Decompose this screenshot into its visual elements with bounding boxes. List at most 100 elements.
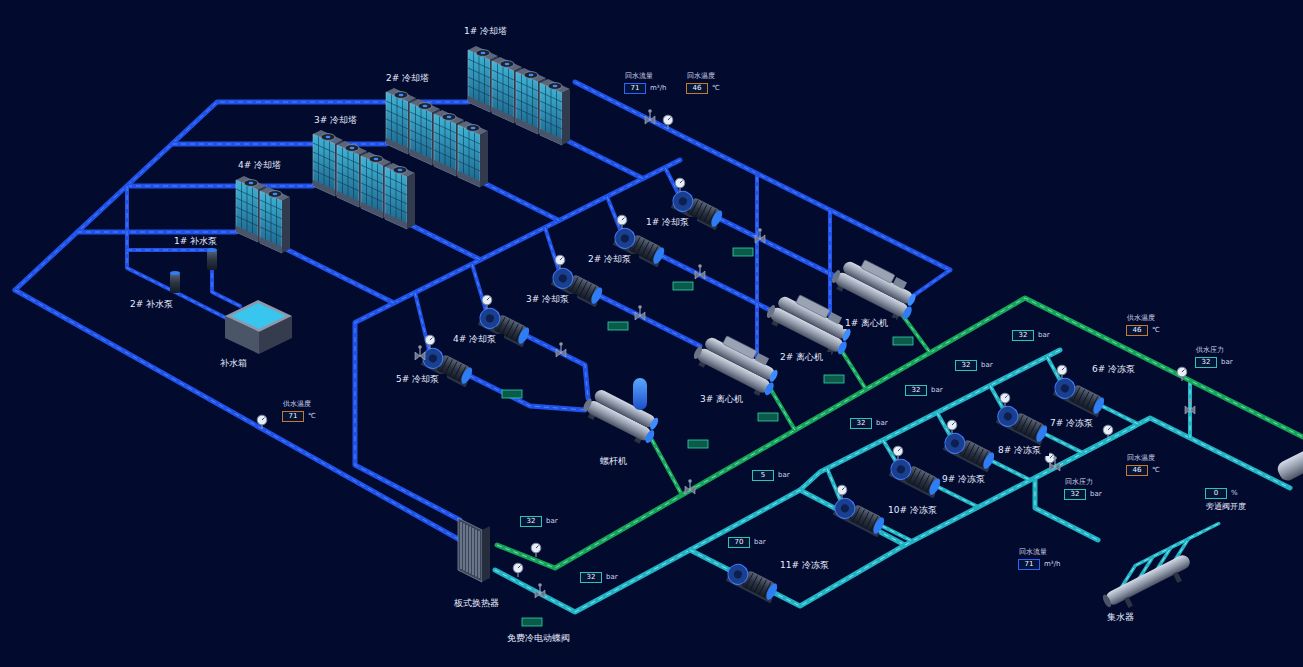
motor-fin	[1077, 389, 1084, 403]
chiller-cap	[765, 304, 777, 319]
gauge-needle	[1062, 368, 1065, 371]
readout-unit: ℃	[711, 84, 721, 93]
chiller-compressor	[893, 277, 907, 290]
readout-box: 32bar	[580, 572, 620, 583]
readout-row: 71m³/h	[1018, 559, 1061, 570]
pump-eye	[619, 233, 630, 244]
tower-grid	[402, 100, 403, 146]
tower-grid	[468, 59, 490, 69]
tower-fan-hub	[529, 74, 534, 76]
pressure-gauge	[513, 563, 523, 573]
pipe	[545, 228, 560, 275]
pipe-flow	[592, 292, 700, 346]
valve-stem	[420, 348, 421, 356]
tower-base	[516, 118, 538, 134]
pipe-flow	[15, 290, 460, 540]
motor-fin	[450, 362, 457, 376]
pump-housing	[549, 265, 576, 292]
pipe-flow	[1035, 426, 1135, 540]
valve-stem	[1055, 459, 1056, 467]
pipe-flow	[472, 264, 487, 314]
valve-stem	[650, 112, 651, 120]
readout-box: 32bar	[955, 360, 995, 371]
pipe	[575, 82, 950, 270]
readout-box: 回水压力32bar	[1064, 478, 1104, 500]
tower-fan-hub	[398, 169, 403, 171]
motor-cap	[459, 366, 474, 386]
pipe	[755, 174, 759, 363]
pump-housing	[724, 561, 751, 588]
tower-fan	[418, 103, 432, 110]
equipment-label: 1# 离心机	[843, 318, 896, 329]
readout-row: 32bar	[850, 418, 889, 429]
pump-housing	[994, 403, 1021, 430]
readout-unit: bar	[875, 419, 889, 428]
tower-grid	[318, 137, 319, 183]
tower-base	[458, 171, 480, 187]
pump-housing	[669, 188, 696, 215]
collector-cap	[1101, 593, 1113, 608]
readout-box: 供水温度71℃	[282, 400, 318, 422]
readout-value: 71	[1018, 559, 1040, 570]
pressure-gauge	[947, 420, 957, 430]
tower-fan-hub	[471, 127, 476, 129]
tower-grid	[516, 99, 538, 109]
tower-grid	[508, 69, 509, 115]
tower-grid	[492, 79, 514, 89]
readout-value: 32	[1195, 357, 1217, 368]
readout-row: 46℃	[1126, 465, 1161, 476]
pressure-gauge	[1000, 393, 1010, 403]
tower-fan	[500, 61, 514, 68]
gauge-needle	[1005, 396, 1008, 399]
tower-grid	[260, 227, 282, 237]
hx-plate	[467, 525, 468, 572]
tower-grid	[415, 106, 416, 152]
readout-unit: bar	[777, 471, 791, 480]
readout-row: 0%	[1205, 488, 1239, 499]
pipe-flow	[519, 332, 588, 398]
motor-fin	[1029, 422, 1036, 436]
tower-grid	[337, 163, 359, 173]
tower-grid	[434, 150, 456, 160]
tower-grid	[458, 161, 480, 171]
motor-fin	[918, 473, 925, 487]
valve-handle	[1053, 456, 1057, 460]
pump-symbol	[831, 495, 887, 537]
tower-fan-hub	[481, 52, 486, 54]
motor-fin	[584, 284, 591, 298]
motor-cap	[981, 451, 996, 471]
pipe	[828, 210, 832, 322]
pipe-flow	[286, 249, 394, 303]
pump-housing	[476, 305, 503, 332]
tower-base	[540, 129, 562, 145]
tower-grid	[353, 153, 354, 199]
tower-grid	[479, 55, 480, 101]
tower-grid	[492, 70, 514, 80]
tower-fan-hub	[374, 158, 379, 160]
readout-row: 71m³/h	[624, 83, 667, 94]
pipe-flow	[1190, 381, 1191, 439]
tower-grid	[313, 170, 335, 180]
pipe	[910, 270, 950, 298]
readout-heading: 供水压力	[1195, 346, 1225, 355]
pipe-flow	[566, 140, 643, 179]
tower-front	[386, 92, 408, 154]
readout-box: 32bar	[1012, 330, 1052, 341]
pipe	[770, 388, 795, 430]
pipe-flow	[484, 183, 559, 221]
chiller-panel	[861, 260, 895, 283]
pump-eye	[1002, 411, 1013, 422]
valve-handle	[648, 109, 652, 113]
motor-fin	[502, 319, 509, 333]
tower-grid	[516, 90, 538, 100]
equipment-label: 1# 补水泵	[172, 236, 225, 247]
pipe	[690, 545, 905, 606]
tower-grid	[516, 81, 538, 91]
tower-grid	[426, 111, 427, 157]
readout-unit: bar	[605, 573, 619, 582]
tower-grid	[410, 130, 432, 140]
equipment-label: 10# 冷冻泵	[886, 505, 944, 516]
pipe-flow	[497, 298, 1303, 568]
tower-base	[410, 149, 432, 165]
